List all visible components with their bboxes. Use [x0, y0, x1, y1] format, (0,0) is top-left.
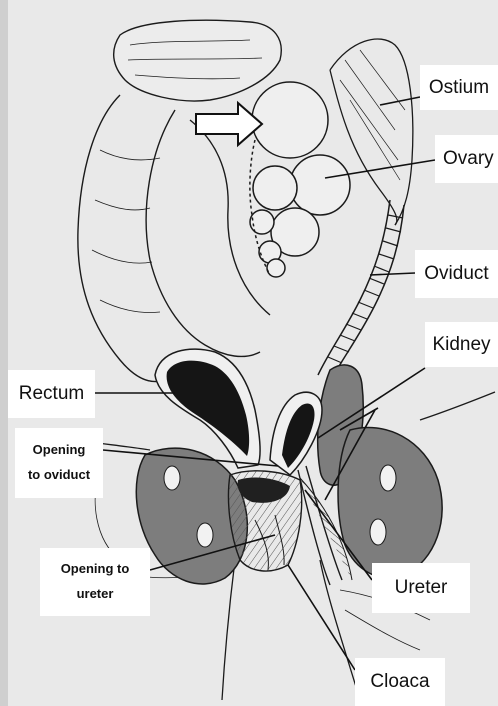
label-kidney: Kidney [425, 322, 498, 367]
page-edge [0, 0, 8, 706]
label-ostium: Ostium [420, 65, 498, 110]
label-rectum: Rectum [8, 370, 95, 418]
label-ovary: Ovary [435, 135, 498, 183]
label-opening-to-oviduct: Opening to oviduct [15, 428, 103, 498]
label-opening-to-ureter-line1: Opening to [61, 557, 130, 582]
cloaca [228, 471, 301, 571]
label-opening-to-ureter: Opening to ureter [40, 548, 150, 616]
label-opening-to-oviduct-line2: to oviduct [28, 463, 90, 488]
label-opening-to-oviduct-line1: Opening [33, 438, 86, 463]
label-opening-to-ureter-line2: ureter [77, 582, 114, 607]
label-oviduct: Oviduct [415, 250, 498, 298]
label-cloaca: Cloaca [355, 658, 445, 706]
label-ureter: Ureter [372, 563, 470, 613]
